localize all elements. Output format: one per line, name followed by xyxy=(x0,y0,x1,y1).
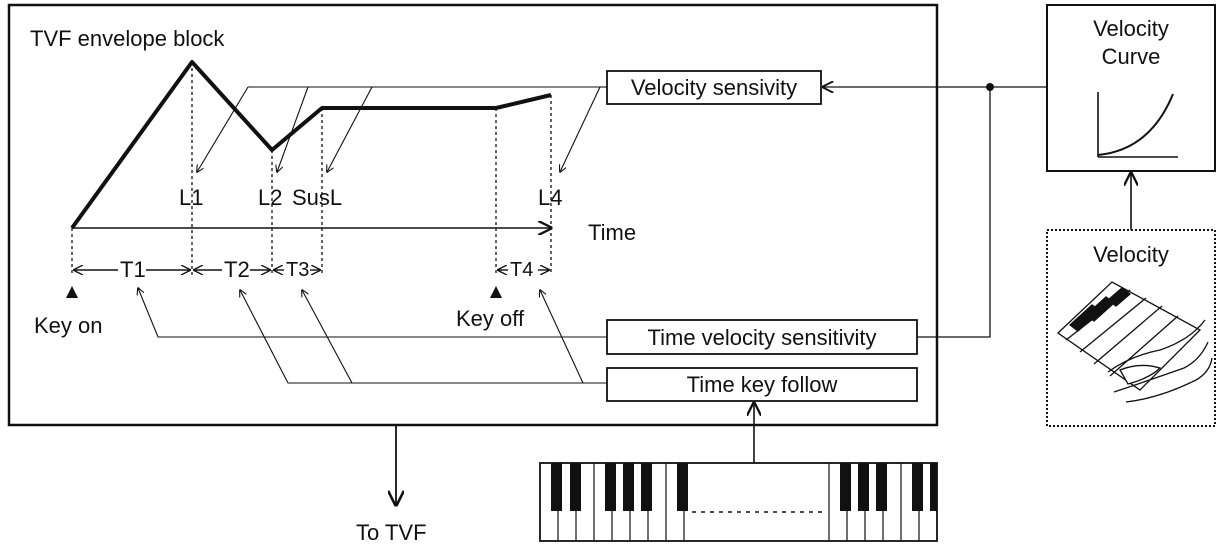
time-sensitivity-connectors xyxy=(138,288,607,383)
time-t3-label: T3 xyxy=(286,259,309,281)
junction-dot xyxy=(986,83,994,91)
velocity-curve-title-line2: Curve xyxy=(1102,44,1161,69)
velocity-label: Velocity xyxy=(1093,242,1169,267)
time-axis-label: Time xyxy=(588,220,636,245)
level-l2-label: L2 xyxy=(258,185,282,210)
level-susl-label: SusL xyxy=(292,185,342,210)
output-label: To TVF xyxy=(356,520,427,545)
level-l1-label: L1 xyxy=(179,185,203,210)
envelope-block-frame xyxy=(9,5,937,425)
time-t2-label: T2 xyxy=(224,257,250,282)
time-t1-label: T1 xyxy=(120,257,146,282)
level-guides xyxy=(72,62,551,275)
key-on-label: Key on xyxy=(34,313,103,338)
time-velocity-sensitivity-label: Time velocity sensitivity xyxy=(647,325,876,350)
block-title: TVF envelope block xyxy=(30,26,225,51)
velocity-curve-title-line1: Velocity xyxy=(1093,16,1169,41)
time-key-follow-label: Time key follow xyxy=(687,372,838,397)
key-off-label: Key off xyxy=(456,306,525,331)
keyboard-illustration xyxy=(540,463,937,541)
level-sensitivity-connectors xyxy=(197,87,607,172)
velocity-curve-connectors xyxy=(823,87,1047,337)
time-t4-label: T4 xyxy=(510,259,533,281)
key-on-marker xyxy=(66,286,78,298)
velocity-sensitivity-label: Velocity sensivity xyxy=(631,75,797,100)
level-l4-label: L4 xyxy=(538,185,562,210)
key-off-marker xyxy=(490,286,502,298)
